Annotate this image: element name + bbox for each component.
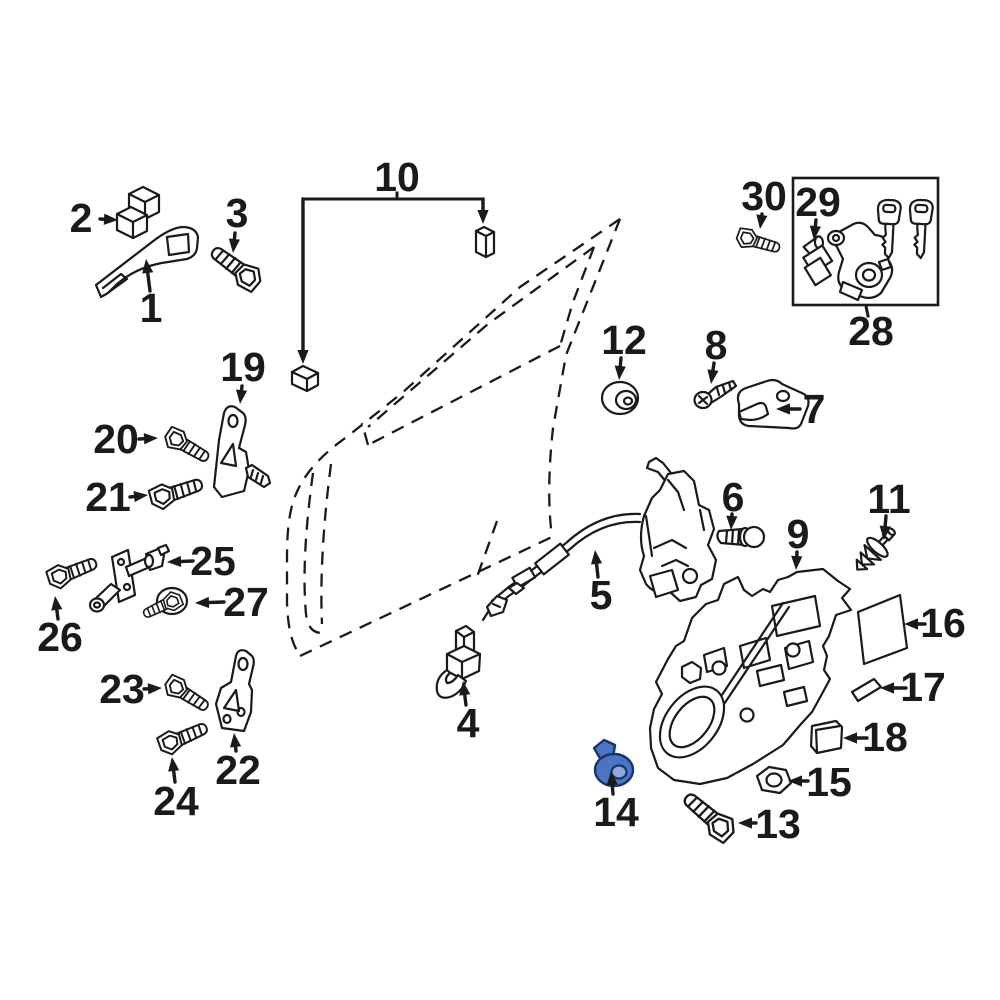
part-7-drawing xyxy=(736,378,810,430)
part-label-10[interactable]: 10 xyxy=(374,154,420,200)
part-label-22[interactable]: 22 xyxy=(215,747,261,793)
part-label-7[interactable]: 7 xyxy=(803,386,826,432)
part-label-30[interactable]: 30 xyxy=(741,173,787,219)
part-9-drawing xyxy=(648,567,853,786)
callout-16-arrow-0-head xyxy=(904,618,918,630)
callout-2-arrow-0-head xyxy=(103,213,118,225)
callout-17-arrow-0-head xyxy=(880,682,894,694)
part-16-drawing xyxy=(856,593,909,666)
part-label-19[interactable]: 19 xyxy=(220,344,266,390)
part-15-drawing xyxy=(755,765,793,795)
part-10-drawing xyxy=(290,225,496,393)
part-26-drawing xyxy=(43,550,101,593)
callout-18-arrow-0-head xyxy=(843,732,857,744)
part-label-8[interactable]: 8 xyxy=(705,322,728,368)
part-13-drawing xyxy=(676,786,741,847)
part-label-26[interactable]: 26 xyxy=(37,614,83,660)
callout-27-arrow-0-head xyxy=(195,596,210,609)
part-6-drawing xyxy=(716,525,766,549)
callout-1-arrow-0-head xyxy=(142,259,154,274)
callout-4-arrow-0-head xyxy=(459,681,471,696)
callout-7-arrow-0-head xyxy=(776,403,790,415)
callout-15-arrow-0-head xyxy=(788,775,802,787)
part-18-drawing xyxy=(809,719,844,755)
part-4-drawing xyxy=(435,624,482,699)
door-outline xyxy=(285,218,622,658)
callout-29-arrow-0-head xyxy=(809,225,821,240)
callout-13-arrow-0-head xyxy=(738,817,752,829)
callout-3-arrow-0-head xyxy=(228,238,240,253)
callout-6-arrow-0-head xyxy=(726,515,738,530)
part-17-drawing xyxy=(850,677,883,703)
part-label-17[interactable]: 17 xyxy=(900,664,946,710)
key-2-drawing xyxy=(906,198,935,260)
part-22-drawing xyxy=(214,649,255,733)
callout-10-bracket xyxy=(301,191,485,201)
part-label-18[interactable]: 18 xyxy=(862,714,908,760)
part-label-24[interactable]: 24 xyxy=(153,778,199,824)
callout-5-arrow-0-head xyxy=(590,550,603,565)
part-label-9[interactable]: 9 xyxy=(787,511,810,557)
part-label-4[interactable]: 4 xyxy=(457,700,480,746)
callout-9-arrow-0-head xyxy=(791,555,803,570)
part-8-drawing xyxy=(693,379,738,410)
part-label-1[interactable]: 1 xyxy=(140,285,163,331)
callout-21-arrow-0-head xyxy=(133,490,148,503)
part-23-drawing xyxy=(160,671,214,717)
lock-cylinder-drawing xyxy=(826,221,894,302)
callout-10-arrow-0-head xyxy=(297,350,309,364)
part-label-16[interactable]: 16 xyxy=(920,600,966,646)
part-12-drawing xyxy=(600,380,640,416)
part-2-drawing xyxy=(115,185,161,240)
part-30-drawing xyxy=(733,225,783,259)
part-label-23[interactable]: 23 xyxy=(99,666,145,712)
part-label-5[interactable]: 5 xyxy=(590,572,613,618)
part-5-drawing xyxy=(481,456,718,622)
part-label-15[interactable]: 15 xyxy=(806,759,852,805)
part-label-21[interactable]: 21 xyxy=(85,474,131,520)
part-label-27[interactable]: 27 xyxy=(223,579,269,625)
part-label-12[interactable]: 12 xyxy=(601,317,647,363)
part-label-28[interactable]: 28 xyxy=(848,308,894,354)
callout-19-arrow-0-head xyxy=(235,389,248,404)
part-19-drawing xyxy=(212,405,272,499)
callout-26-arrow-0-head xyxy=(51,596,63,611)
part-11-drawing xyxy=(855,527,896,571)
part-20-drawing xyxy=(160,423,215,469)
callout-28-leader xyxy=(864,304,870,318)
part-28-kit xyxy=(791,176,940,307)
callout-14-arrow-0-head xyxy=(606,771,618,786)
part-27-drawing xyxy=(139,586,189,624)
part-label-3[interactable]: 3 xyxy=(226,190,249,236)
callout-25-arrow-0-head xyxy=(167,555,182,568)
part-label-25[interactable]: 25 xyxy=(190,538,236,584)
part-21-drawing xyxy=(146,470,207,513)
callout-12-arrow-0-head xyxy=(614,365,626,380)
callout-24-arrow-0-head xyxy=(168,757,180,772)
callout-10-arrow-1-head xyxy=(477,210,489,224)
part-label-2[interactable]: 2 xyxy=(70,195,93,241)
callout-11-arrow-0-head xyxy=(879,525,891,540)
callout-20-arrow-0-head xyxy=(143,433,158,445)
part-label-14[interactable]: 14 xyxy=(593,789,639,835)
part-label-20[interactable]: 20 xyxy=(93,416,139,462)
part-label-29[interactable]: 29 xyxy=(795,179,841,225)
part-label-6[interactable]: 6 xyxy=(722,474,745,520)
part-14-drawing-selected[interactable] xyxy=(592,738,635,788)
part-24-drawing xyxy=(154,715,212,759)
callout-8-arrow-0-head xyxy=(707,369,719,384)
part-29-drawing xyxy=(802,235,834,287)
part-label-11[interactable]: 11 xyxy=(867,476,910,522)
callout-30-arrow-0-head xyxy=(756,214,768,229)
callout-22-arrow-0-head xyxy=(229,733,242,748)
callout-23-arrow-0-head xyxy=(147,683,162,695)
part-label-13[interactable]: 13 xyxy=(755,801,801,847)
part-3-drawing xyxy=(204,239,267,296)
part-25-drawing xyxy=(88,543,171,613)
